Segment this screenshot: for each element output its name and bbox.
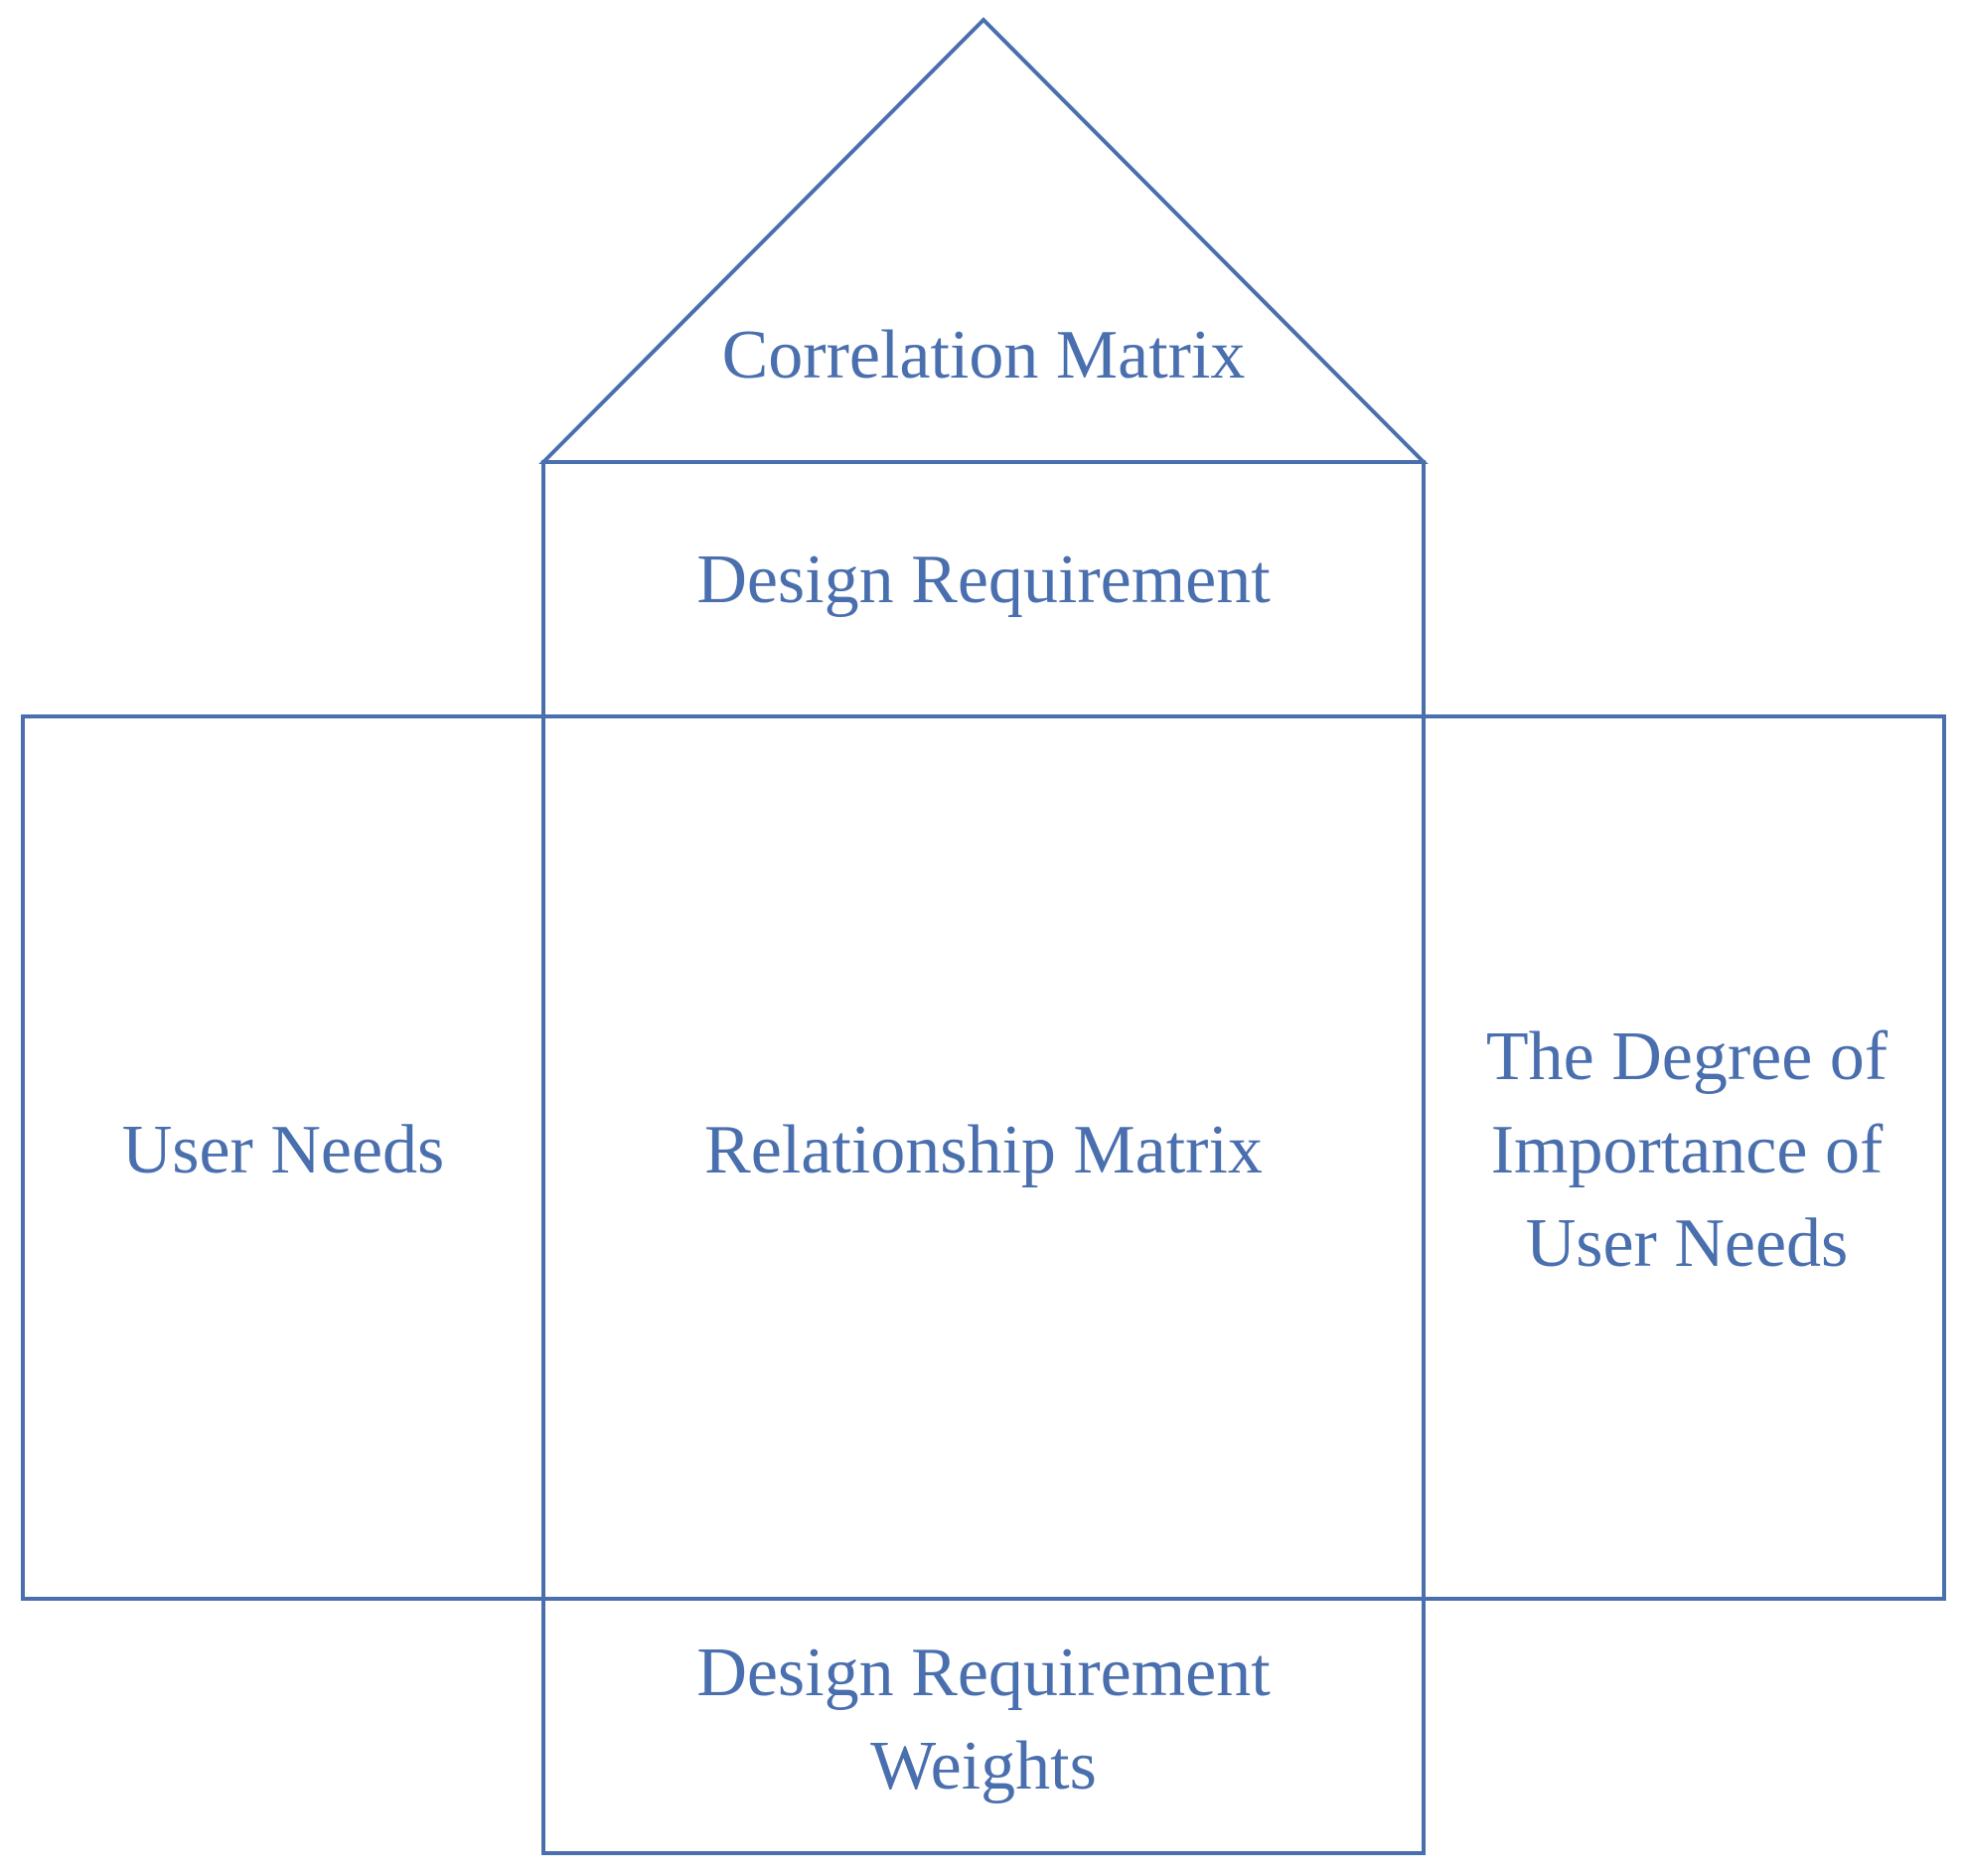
importance-label-line-2: Importance of [1491, 1112, 1884, 1188]
design-requirement-weights-box [541, 1597, 1426, 1855]
user-needs-label: User Needs [122, 1112, 445, 1188]
diagram-labels: Correlation Matrix Design Requirement Us… [122, 317, 1889, 1804]
weights-label-line-1: Design Requirement [696, 1635, 1271, 1711]
importance-label-line-3: User Needs [1526, 1205, 1849, 1282]
weights-label-line-2: Weights [870, 1728, 1097, 1804]
correlation-matrix-label: Correlation Matrix [722, 317, 1246, 393]
design-requirement-label: Design Requirement [696, 542, 1271, 618]
roof-triangle [538, 17, 1429, 464]
importance-box [1422, 714, 1946, 1601]
relationship-matrix-label: Relationship Matrix [704, 1112, 1263, 1188]
importance-label-line-1: The Degree of [1486, 1018, 1889, 1095]
diagram-shapes [21, 17, 1946, 1855]
